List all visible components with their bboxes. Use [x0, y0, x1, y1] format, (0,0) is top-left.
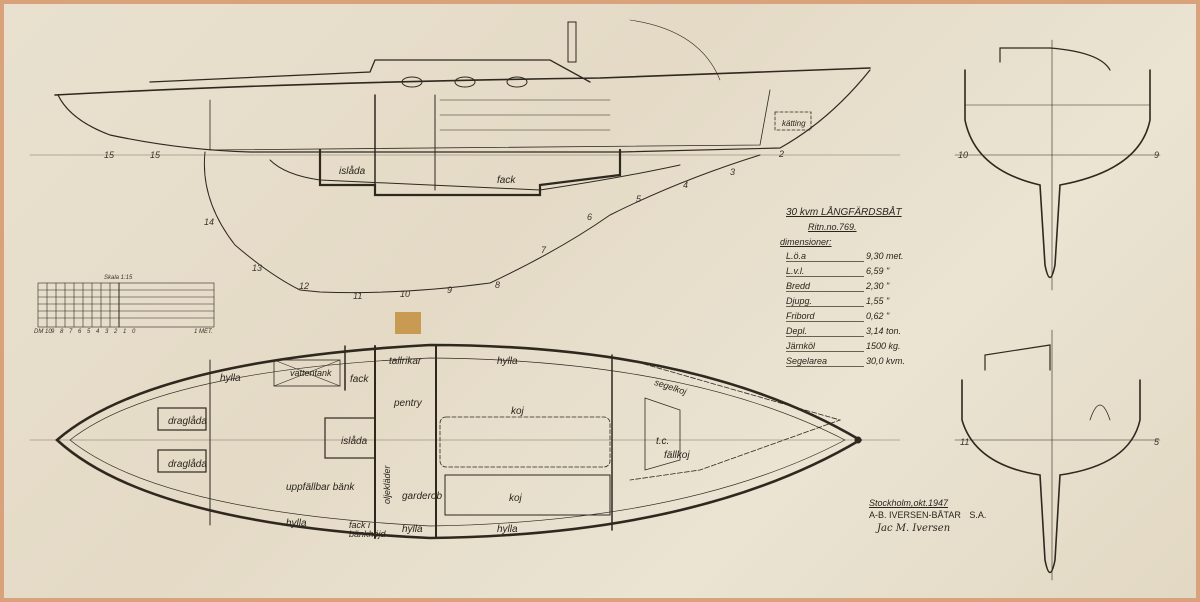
scale-tick: 4 — [96, 329, 100, 335]
label-oljeklader: oljekläder — [382, 465, 392, 504]
station-label: 11 — [960, 437, 970, 447]
scale-tick: 9 — [51, 329, 55, 335]
station-label: 14 — [204, 217, 215, 227]
dimension-value: 9,30 met. — [866, 251, 904, 261]
station-label: 6 — [587, 212, 593, 222]
scale-tick: 2 — [114, 329, 118, 335]
station-label: 5 — [636, 194, 642, 204]
scale-tick: 7 — [69, 329, 73, 335]
scale-bar — [37, 282, 215, 328]
dimension-value: 1500 kg. — [866, 341, 901, 351]
station-label: 2 — [779, 149, 785, 159]
scale-tick: 1 — [123, 329, 127, 335]
station-label: 9 — [1154, 150, 1160, 160]
station-label: 7 — [541, 245, 547, 255]
drawing-number: Ritn.no.769. — [808, 222, 857, 232]
tape-patch — [395, 312, 421, 334]
dimensions-heading: dimensioner: — [780, 237, 832, 247]
scale-right-label: 1 MET. — [194, 329, 213, 335]
label-fallkoj: fällkoj — [664, 450, 690, 461]
station-label: 5 — [1154, 437, 1160, 447]
station-label: 12 — [299, 281, 310, 291]
dimension-value: 0,62 " — [866, 311, 890, 321]
label-vattentank: vattentank — [290, 368, 332, 378]
label-hylla: hylla — [220, 373, 241, 384]
drawing-title: 30 kvm LÅNGFÄRDSBÅT — [786, 207, 902, 218]
label-tc: t.c. — [656, 436, 670, 447]
label-islada-profile: islåda — [339, 166, 366, 177]
label-garderob: garderob — [402, 491, 443, 502]
dimension-label: L.ö.a — [786, 251, 864, 262]
signature-block: Stockholm,okt.1947 A-B. IVERSEN-BÅTAR S.… — [869, 498, 986, 534]
scale-left-label: DM 10 — [34, 329, 52, 335]
company-suffix: S.A. — [969, 510, 987, 520]
dimension-row: L.v.l.6,59 " — [786, 266, 940, 277]
dimension-label: Bredd — [786, 281, 864, 292]
label-katting: kätting — [782, 119, 806, 128]
dimension-label: Fribord — [786, 311, 864, 322]
boat-drawing — [29, 19, 1161, 581]
scale-tick: 3 — [105, 329, 109, 335]
label-koj: koj — [509, 493, 522, 504]
label-uppfallbar-bank: uppfällbar bänk — [286, 482, 355, 493]
label-hylla: hylla — [497, 524, 518, 535]
profile-view — [29, 19, 901, 294]
label-fack-bankhojd: fack i bänkhöjd — [349, 520, 386, 539]
scale-title: Skala 1:15 — [104, 275, 133, 281]
station-label: 15 — [150, 150, 161, 160]
plan-view — [29, 343, 901, 540]
label-fack-profile: fack — [497, 175, 516, 186]
station-label: 13 — [252, 263, 263, 273]
title-block: 30 kvm LÅNGFÄRDSBÅT Ritn.no.769. dimensi… — [780, 207, 940, 367]
dimension-label: Segelarea — [786, 356, 864, 367]
label-hylla: hylla — [286, 518, 307, 529]
label-koj: koj — [511, 406, 524, 417]
dimension-value: 1,55 " — [866, 296, 890, 306]
station-label: 11 — [353, 291, 363, 301]
scale-tick: 6 — [78, 329, 82, 335]
label-tallrikar: tallrikar — [389, 356, 422, 367]
label-draglada: draglåda — [168, 459, 207, 470]
label-hylla: hylla — [402, 524, 423, 535]
label-islada: islåda — [341, 436, 368, 447]
station-label: 15 — [104, 150, 115, 160]
dimension-value: 30,0 kvm. — [866, 356, 906, 366]
dimension-value: 3,14 ton. — [866, 326, 902, 336]
company-name: A-B. IVERSEN-BÅTAR — [869, 510, 961, 520]
label-pentry: pentry — [394, 398, 422, 409]
handwritten-signature: Jac M. Iversen — [877, 523, 951, 534]
label-draglada: draglåda — [168, 416, 207, 427]
drawing-sheet: islåda fack kätting 15 15 14 13 12 11 10… — [4, 4, 1196, 598]
scale-tick: 8 — [60, 329, 64, 335]
dimension-row: Depl.3,14 ton. — [786, 326, 940, 337]
section-view-lower — [954, 329, 1161, 581]
station-label: 8 — [495, 280, 501, 290]
dimension-label: Djupg. — [786, 296, 864, 307]
scale-tick: 0 — [132, 329, 136, 335]
dimension-row: Djupg.1,55 " — [786, 296, 940, 307]
station-label: 4 — [683, 180, 689, 190]
dimension-value: 6,59 " — [866, 266, 890, 276]
label-hylla: hylla — [497, 356, 518, 367]
scale-tick: 5 — [87, 329, 91, 335]
station-label: 10 — [400, 289, 411, 299]
label-fack: fack — [350, 374, 369, 385]
place-date: Stockholm,okt.1947 — [869, 498, 949, 508]
dimension-label: Depl. — [786, 326, 864, 337]
dimension-label: Järnköl — [786, 341, 864, 352]
section-view-upper — [954, 39, 1161, 291]
dimension-label: L.v.l. — [786, 266, 864, 277]
station-label: 9 — [447, 285, 453, 295]
station-label: 10 — [958, 150, 969, 160]
station-label: 3 — [730, 167, 736, 177]
dimension-value: 2,30 " — [866, 281, 890, 291]
